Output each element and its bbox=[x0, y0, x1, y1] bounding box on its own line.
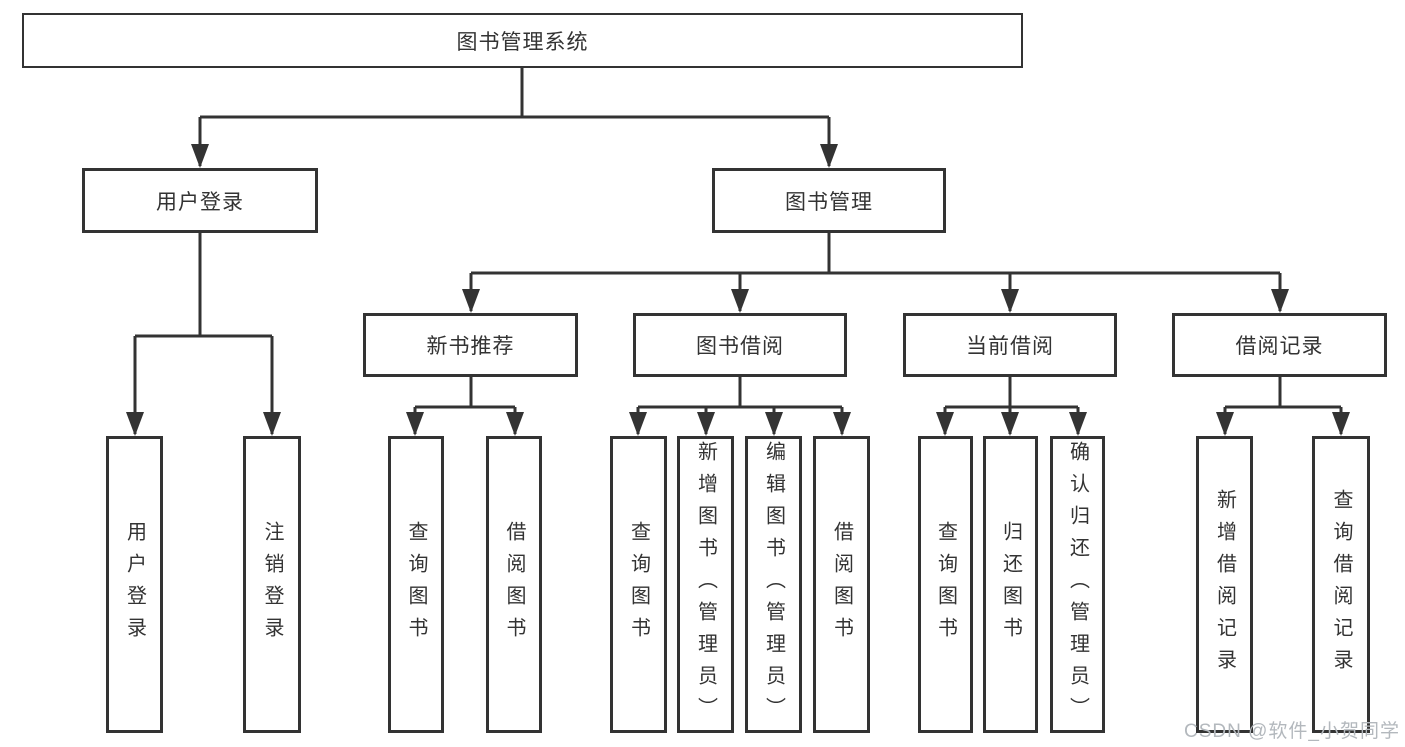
node-label: 注销登录 bbox=[261, 520, 283, 649]
node-leaf-confirm-return-admin: 确认归还（管理员） bbox=[1050, 436, 1105, 733]
node-label: 查询图书 bbox=[405, 520, 427, 649]
node-label: 查询图书 bbox=[934, 520, 957, 649]
node-book-management: 图书管理 bbox=[712, 168, 946, 233]
node-leaf-logout: 注销登录 bbox=[243, 436, 301, 733]
watermark: CSDN @软件_小贺同学 bbox=[1184, 721, 1400, 742]
node-leaf-user-login: 用户登录 bbox=[106, 436, 163, 733]
node-leaf-query-books-borrowing: 查询图书 bbox=[610, 436, 667, 733]
node-book-borrowing: 图书借阅 bbox=[633, 313, 847, 377]
tree-edges bbox=[133, 68, 1343, 434]
node-leaf-borrow-books: 借阅图书 bbox=[813, 436, 870, 733]
node-label: 用户登录 bbox=[123, 520, 146, 649]
node-leaf-borrow-books-recommend: 借阅图书 bbox=[486, 436, 542, 733]
arrowhead-icons bbox=[126, 144, 1350, 436]
node-new-book-recommendation: 新书推荐 bbox=[363, 313, 578, 377]
node-label: 借阅图书 bbox=[830, 520, 853, 649]
node-leaf-edit-book-admin: 编辑图书（管理员） bbox=[745, 436, 802, 733]
node-leaf-query-borrow-record: 查询借阅记录 bbox=[1312, 436, 1370, 733]
node-leaf-query-books-recommend: 查询图书 bbox=[388, 436, 444, 733]
node-leaf-return-books: 归还图书 bbox=[983, 436, 1038, 733]
node-user-login: 用户登录 bbox=[82, 168, 318, 233]
node-current-borrowing: 当前借阅 bbox=[903, 313, 1117, 377]
node-label: 归还图书 bbox=[999, 520, 1022, 649]
node-label: 确认归还（管理员） bbox=[1066, 440, 1089, 729]
node-leaf-query-books-current: 查询图书 bbox=[918, 436, 973, 733]
node-label: 查询借阅记录 bbox=[1330, 488, 1352, 681]
node-label: 查询图书 bbox=[627, 520, 650, 649]
node-borrowing-records: 借阅记录 bbox=[1172, 313, 1387, 377]
node-library-management-system: 图书管理系统 bbox=[22, 13, 1023, 68]
node-leaf-add-book-admin: 新增图书（管理员） bbox=[677, 436, 734, 733]
node-leaf-add-borrow-record: 新增借阅记录 bbox=[1196, 436, 1253, 733]
node-label: 新增借阅记录 bbox=[1213, 488, 1236, 681]
node-label: 借阅图书 bbox=[503, 520, 525, 649]
node-label: 编辑图书（管理员） bbox=[762, 440, 785, 729]
node-label: 新增图书（管理员） bbox=[694, 440, 717, 729]
